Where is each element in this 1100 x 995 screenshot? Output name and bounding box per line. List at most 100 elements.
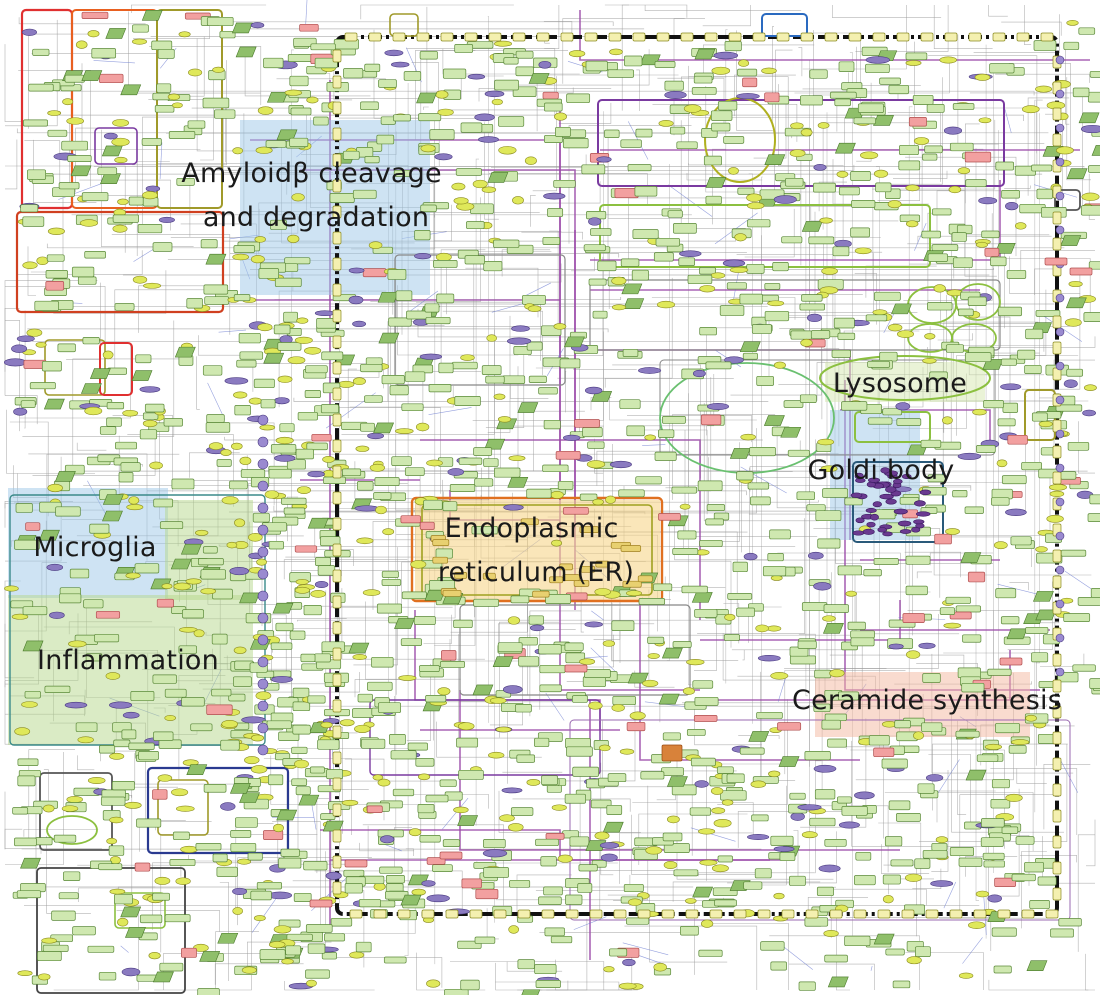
protein-node (207, 17, 233, 25)
protein-node (251, 891, 272, 900)
membrane-protein-node (422, 910, 434, 918)
protein-node (516, 51, 533, 58)
metabolite-node (209, 443, 223, 450)
metabolite-node (127, 504, 143, 510)
protein-node (583, 677, 605, 687)
protein-node (770, 530, 791, 539)
protein-node (56, 507, 81, 516)
protein-node (201, 240, 217, 248)
protein-node (290, 631, 305, 639)
membrane-protein-node (1053, 108, 1061, 120)
membrane-protein-node (950, 910, 962, 918)
metabolite-node (115, 157, 128, 163)
protein-node-highlighted (627, 722, 645, 730)
protein-node (235, 405, 251, 415)
protein-node (290, 76, 308, 86)
protein-node (1061, 472, 1076, 480)
protein-node (845, 936, 870, 946)
metabolite-node (282, 959, 294, 964)
metabolite-node (129, 497, 139, 505)
protein-node (23, 217, 44, 227)
protein-node (848, 622, 865, 629)
protein-node (998, 307, 1021, 316)
protein-node (494, 468, 520, 477)
protein-node (372, 657, 394, 667)
phenotype-node (225, 378, 248, 385)
protein-node-highlighted (99, 74, 123, 82)
metabolite-node (771, 672, 788, 679)
interaction-edge (1059, 758, 1077, 793)
metabolite-node (512, 196, 523, 204)
metabolite-node (906, 221, 918, 227)
membrane-protein-node (566, 910, 578, 918)
metabolite-node (499, 146, 517, 154)
protein-node (712, 123, 730, 131)
protein-node (699, 950, 722, 956)
protein-node (662, 768, 684, 776)
protein-node (107, 402, 124, 408)
protein-node (402, 592, 426, 599)
metabolite-node (490, 698, 506, 704)
protein-node (293, 688, 309, 697)
protein-node (543, 237, 560, 244)
membrane-protein-node (417, 33, 429, 41)
protein-node (584, 670, 610, 678)
pathway-edge (531, 195, 536, 227)
protein-node (279, 858, 301, 868)
metabolite-node (923, 358, 937, 363)
protein-node (536, 839, 559, 845)
amyloid-label-line-1: Amyloidβ cleavage (181, 158, 441, 189)
metabolite-node (628, 899, 641, 906)
annotation-chip (1000, 658, 1022, 665)
protein-node (454, 620, 473, 628)
protein-node (670, 127, 685, 134)
protein-node (982, 231, 999, 238)
metabolite-node (112, 138, 130, 146)
protein-node (662, 416, 685, 423)
phenotype-node (502, 788, 522, 793)
protein-node (866, 315, 887, 321)
protein-node (673, 223, 696, 233)
protein-node (624, 56, 642, 66)
drug-node (1067, 169, 1087, 179)
protein-node (230, 481, 248, 489)
protein-node (402, 404, 423, 411)
protein-node (757, 376, 774, 385)
metabolite-node (227, 542, 237, 548)
protein-node (906, 586, 927, 595)
er-label-line-1: Endoplasmic (445, 513, 619, 544)
phenotype-node (530, 625, 544, 631)
protein-node (99, 746, 114, 754)
protein-node (584, 245, 605, 251)
metabolite-node (38, 974, 50, 980)
protein-node (555, 127, 570, 136)
protein-node (780, 852, 795, 860)
protein-node-highlighted (96, 611, 119, 618)
metabolite-node (222, 720, 238, 727)
pathway-edge (566, 371, 567, 412)
pathway-edge (361, 5, 514, 19)
membrane-protein-node (1053, 810, 1061, 822)
metabolite-node (619, 983, 636, 989)
protein-node-highlighted (968, 572, 984, 582)
protein-node (357, 481, 373, 490)
protein-node (1002, 190, 1020, 198)
protein-node (677, 142, 697, 149)
protein-node (291, 108, 311, 115)
drug-node (106, 28, 126, 38)
protein-node (798, 641, 816, 649)
drug-node (1092, 145, 1100, 155)
protein-node (155, 105, 174, 112)
protein-node-highlighted (401, 516, 421, 523)
phenotype-node (268, 892, 291, 899)
metabolite-node (824, 930, 839, 936)
protein-node (278, 343, 301, 351)
receptor-node (1056, 634, 1064, 642)
protein-node (518, 960, 535, 969)
phenotype-node (448, 468, 464, 475)
protein-node (1088, 166, 1100, 173)
protein-node (503, 376, 525, 384)
metabolite-node (642, 680, 658, 687)
protein-node (565, 643, 583, 651)
protein-node (418, 804, 434, 812)
